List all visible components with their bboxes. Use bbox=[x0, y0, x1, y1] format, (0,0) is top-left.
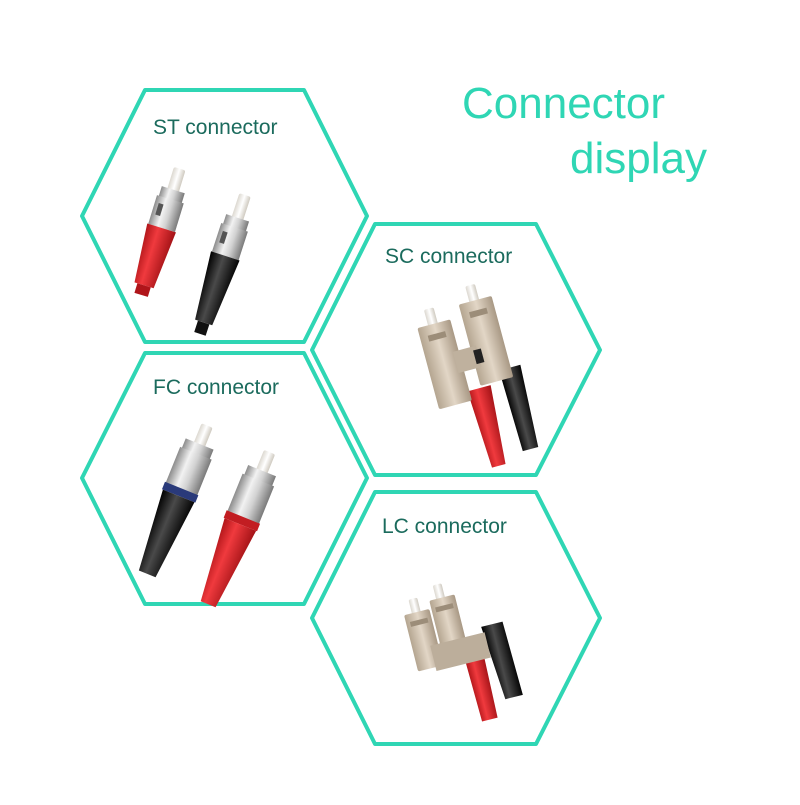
sc-connector-image bbox=[417, 284, 539, 468]
fc-connector-label: FC connector bbox=[153, 376, 280, 399]
lc-connector-label: LC connector bbox=[382, 515, 507, 538]
st-connector-label: ST connector bbox=[153, 116, 278, 139]
heading-line-1: Connector bbox=[462, 79, 666, 128]
st-connector-image bbox=[134, 167, 251, 336]
heading-line-2: display bbox=[570, 134, 707, 183]
lc-connector-image bbox=[404, 583, 523, 722]
fc-connector-image bbox=[138, 423, 276, 608]
sc-connector-label: SC connector bbox=[385, 245, 513, 268]
